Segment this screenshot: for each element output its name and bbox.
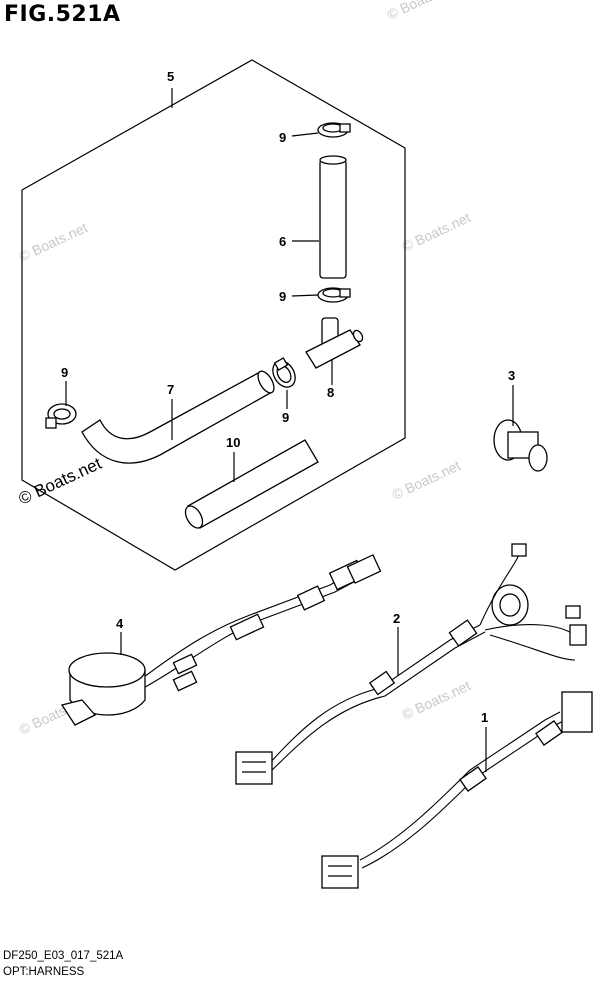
callout-1: 1 bbox=[481, 710, 488, 725]
part-9-clip-right bbox=[272, 357, 296, 388]
part-6-hose bbox=[319, 155, 347, 279]
callout-4: 4 bbox=[116, 616, 124, 631]
part-9-clip-middle bbox=[317, 287, 351, 303]
section-name: OPT:HARNESS bbox=[3, 966, 85, 978]
part-10-hose bbox=[184, 439, 319, 529]
callout-6: 6 bbox=[279, 234, 286, 249]
part-8-tee-fitting bbox=[305, 317, 364, 369]
callouts: 5 9 6 9 9 7 8 9 3 10 4 2 1 bbox=[61, 69, 515, 725]
part-9-clip-left bbox=[45, 403, 77, 429]
watermark-right: © Boats.net bbox=[390, 457, 463, 503]
part-9-clip-top bbox=[317, 122, 351, 138]
callout-3: 3 bbox=[508, 368, 515, 383]
callout-8: 8 bbox=[327, 385, 334, 400]
part-3-grommet bbox=[493, 419, 548, 472]
watermark-top-right: © Boats.net bbox=[385, 0, 458, 23]
watermark-bottom-right: © Boats.net bbox=[400, 677, 473, 723]
part-4-buzzer-harness bbox=[60, 554, 382, 726]
watermark-mid-left: © Boats.net bbox=[17, 219, 90, 265]
watermark-mid-right: © Boats.net bbox=[400, 209, 473, 255]
callout-9-right: 9 bbox=[282, 410, 289, 425]
kit-outline bbox=[21, 59, 406, 571]
callout-9-left: 9 bbox=[61, 365, 68, 380]
part-2-harness bbox=[235, 543, 587, 785]
part-1-harness bbox=[321, 691, 593, 889]
callout-9-middle: 9 bbox=[279, 289, 286, 304]
callout-10: 10 bbox=[226, 435, 240, 450]
part-7-bent-hose bbox=[81, 370, 275, 464]
callout-2: 2 bbox=[393, 611, 400, 626]
callout-7: 7 bbox=[167, 382, 174, 397]
callout-9-top: 9 bbox=[279, 130, 286, 145]
callout-5: 5 bbox=[167, 69, 174, 84]
figure-title: FIG.521A bbox=[4, 2, 121, 27]
model-code: DF250_E03_017_521A bbox=[3, 950, 124, 962]
leader-lines bbox=[65, 88, 514, 772]
watermark-main: © Boats.net bbox=[16, 454, 105, 509]
